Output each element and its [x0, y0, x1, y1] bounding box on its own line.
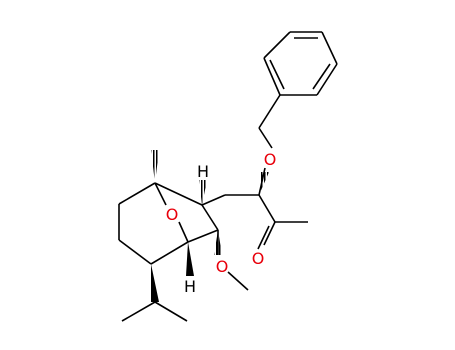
- hash-bond-methyl: [151, 150, 159, 183]
- wedge-bond-isopropyl: [151, 264, 159, 302]
- hash-bond-methoxy: [214, 230, 222, 255]
- methoxy-oxygen-label: O: [216, 257, 229, 276]
- isopropyl-bonds: [121, 301, 188, 322]
- benzene-ring: [263, 31, 338, 96]
- carbonyl-oxygen-label: O: [252, 249, 265, 268]
- bicyclic-core-bonds: [118, 182, 249, 291]
- hash-bond-h-upper: [199, 180, 207, 205]
- stereo-hash-bond: [259, 172, 269, 195]
- wedge-bond-h-lower: [186, 242, 194, 276]
- side-chain-bonds: [201, 194, 308, 250]
- bridge-oxygen-label: O: [166, 205, 179, 224]
- hydrogen-upper-label: H: [197, 162, 209, 181]
- hydrogen-lower-label: H: [184, 277, 196, 296]
- ether-oxygen-label: O: [264, 150, 277, 169]
